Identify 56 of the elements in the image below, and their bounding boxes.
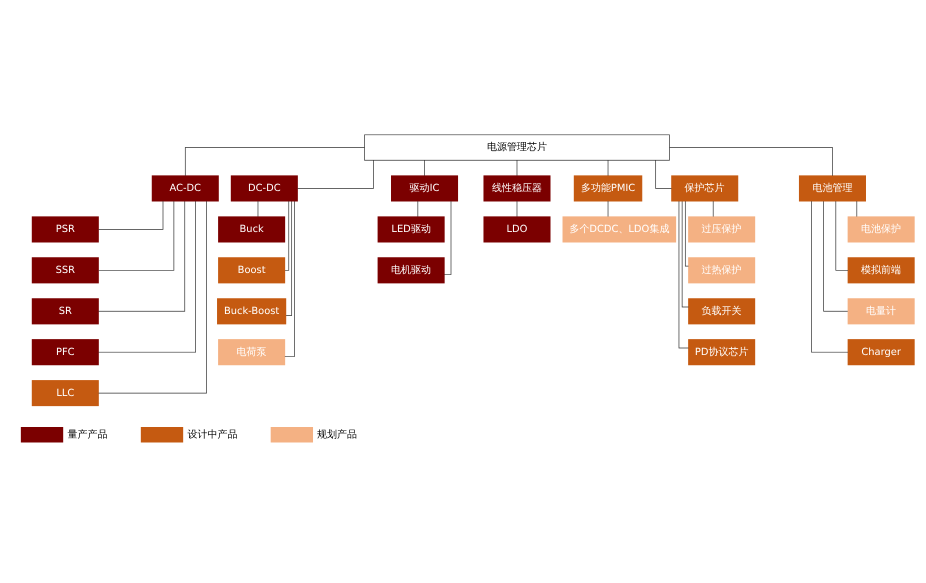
connector (678, 200, 689, 348)
node-box: 负载开关 (688, 298, 756, 324)
node-box: 过压保护 (688, 216, 756, 242)
connector (516, 160, 518, 176)
connector (424, 160, 425, 176)
node-box: AC-DC (152, 175, 219, 202)
node-box: Buck-Boost (217, 298, 286, 324)
connector (98, 200, 207, 394)
legend-label: 规划产品 (317, 429, 358, 440)
node-box: 电量计 (848, 298, 915, 324)
legend-label: 量产产品 (67, 429, 108, 440)
node-box: 电机驱动 (378, 257, 445, 284)
connector (655, 160, 672, 189)
connector (286, 200, 292, 316)
node-box: LED驱动 (378, 216, 445, 242)
connector (516, 200, 518, 217)
node-box: SSR (32, 257, 99, 284)
node-box: 电源管理芯片 (364, 134, 670, 161)
connector (684, 200, 689, 266)
connector (98, 200, 196, 353)
node-box: 模拟前端 (848, 257, 915, 284)
node-box: Charger (848, 339, 915, 366)
connector (284, 200, 290, 271)
connector (98, 201, 186, 312)
connector (712, 200, 714, 217)
connector (417, 200, 418, 217)
node-box: 保护芯片 (671, 175, 738, 202)
node-box: DC-DC (230, 175, 298, 202)
node-box: LLC (32, 380, 99, 406)
connector (284, 201, 295, 357)
connector (184, 147, 365, 176)
connector (811, 200, 848, 353)
node-box: 线性稳压器 (483, 175, 551, 202)
legend-label: 设计中产品 (187, 429, 238, 440)
node-box: PD协议芯片 (688, 339, 756, 366)
node-box: PSR (32, 216, 99, 242)
connector (98, 200, 164, 230)
node-box: PFC (32, 339, 99, 366)
node-box: SR (32, 298, 99, 324)
node-box: 电池管理 (798, 175, 866, 202)
connector (823, 201, 848, 312)
node-box: 多个DCDC、LDO集成 (562, 216, 676, 242)
node-box: LDO (483, 216, 551, 242)
node-box: 驱动IC (391, 175, 458, 202)
node-box: 电池保护 (848, 216, 915, 242)
connector (98, 200, 174, 271)
node-box: Buck (218, 216, 286, 242)
node-box: 电荷泵 (218, 339, 286, 366)
connector (444, 200, 452, 275)
connector (669, 147, 833, 176)
connector (856, 200, 858, 217)
connector (682, 201, 689, 308)
node-box: 过热保护 (688, 257, 756, 284)
node-box: 多功能PMIC (574, 175, 642, 202)
node-box: Boost (218, 257, 286, 284)
connector (297, 160, 374, 189)
